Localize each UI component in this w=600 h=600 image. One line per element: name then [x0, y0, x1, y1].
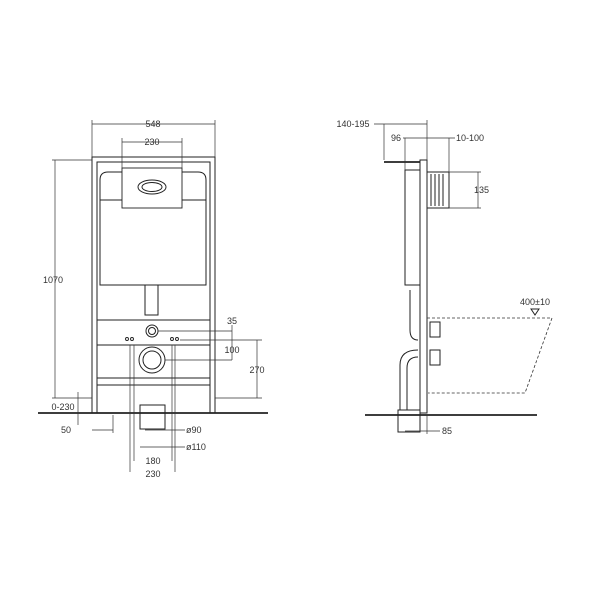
dim-diam-110: ø110	[186, 442, 206, 452]
dim-plate-width: 230	[144, 137, 159, 147]
flush-pipe	[144, 284, 159, 316]
dim-leg-adjust: 0-230	[51, 402, 74, 412]
flush-pipe-side	[409, 290, 419, 341]
dim-bolt-230: 230	[145, 469, 160, 479]
drain-stub	[139, 404, 166, 430]
cistern-side	[404, 169, 421, 286]
frame-inner	[96, 161, 211, 414]
frame-side	[419, 159, 428, 414]
dim-leg-offset: 50	[61, 425, 71, 435]
flush-plate-side	[426, 171, 450, 209]
flush-button-icon	[137, 179, 167, 195]
dim-plate-height: 135	[474, 185, 489, 195]
front-view: 548 230 1070 0-230 50 35 100 270 ø90 ø11…	[38, 119, 268, 479]
dim-diam-90: ø90	[186, 425, 202, 435]
dim-drain-height: 270	[249, 365, 264, 375]
dim-height: 1070	[43, 275, 63, 285]
dim-drain-offset-side: 85	[442, 426, 452, 436]
dim-seat-height: 400±10	[520, 297, 550, 307]
side-view: 140-195 96 10-100 135 400±10 85	[336, 119, 553, 436]
dim-frame-depth: 96	[391, 133, 401, 143]
dim-bolt-180: 180	[145, 456, 160, 466]
dim-flush-offset: 35	[227, 316, 237, 326]
dim-drain-offset: 100	[224, 345, 239, 355]
flush-inlet	[145, 324, 159, 338]
level-marker-icon	[530, 308, 540, 316]
dim-width-total: 548	[145, 119, 160, 129]
cistern	[99, 171, 207, 286]
drain-pipe-side	[399, 349, 419, 410]
toilet-bowl-outline	[427, 317, 553, 394]
dim-wall-range: 10-100	[456, 133, 484, 143]
dim-depth-range: 140-195	[336, 119, 369, 129]
flush-plate	[121, 167, 183, 209]
drain-stub-side	[397, 409, 421, 433]
